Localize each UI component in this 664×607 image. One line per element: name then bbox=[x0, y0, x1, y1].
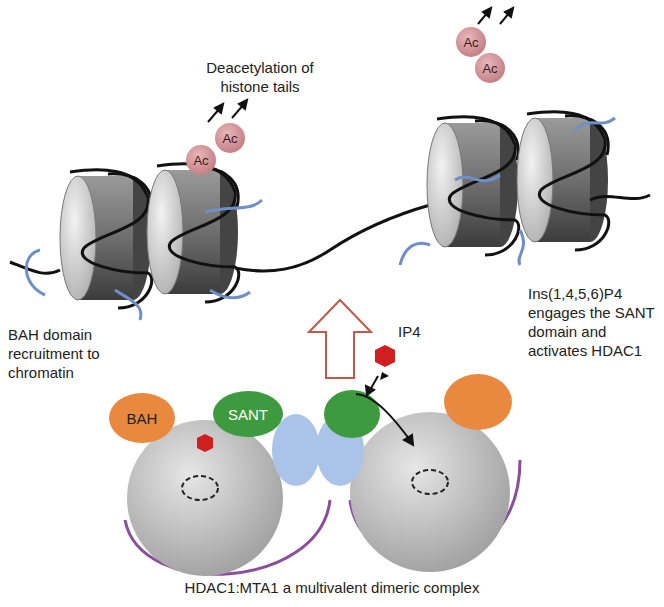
acetyl-group: Ac bbox=[215, 123, 245, 153]
acetyl-group: Ac bbox=[456, 27, 486, 57]
node-text: SANT bbox=[228, 406, 268, 423]
acetyl-group: Ac bbox=[186, 145, 216, 175]
node-text: Ac bbox=[193, 153, 208, 168]
node-text: BAH bbox=[127, 410, 158, 427]
molecule-label: IP4 bbox=[398, 322, 438, 341]
figure-caption: HDAC1:MTA1 a multivalent dimeric complex bbox=[0, 578, 664, 597]
bah-domain: BAH bbox=[109, 393, 175, 443]
sant-domain: SANT bbox=[213, 391, 283, 437]
node-text: Ac bbox=[222, 131, 237, 146]
annotation-text: Ins(1,4,5,6)P4 engages the SANT domain a… bbox=[528, 284, 660, 360]
annotation-text: BAH domain recruitment to chromatin bbox=[8, 325, 128, 382]
process-label: Deacetylation of histone tails bbox=[195, 58, 325, 96]
node-text: Ac bbox=[482, 61, 497, 76]
node-text: Ac bbox=[463, 35, 478, 50]
acetyl-group: Ac bbox=[475, 53, 505, 83]
